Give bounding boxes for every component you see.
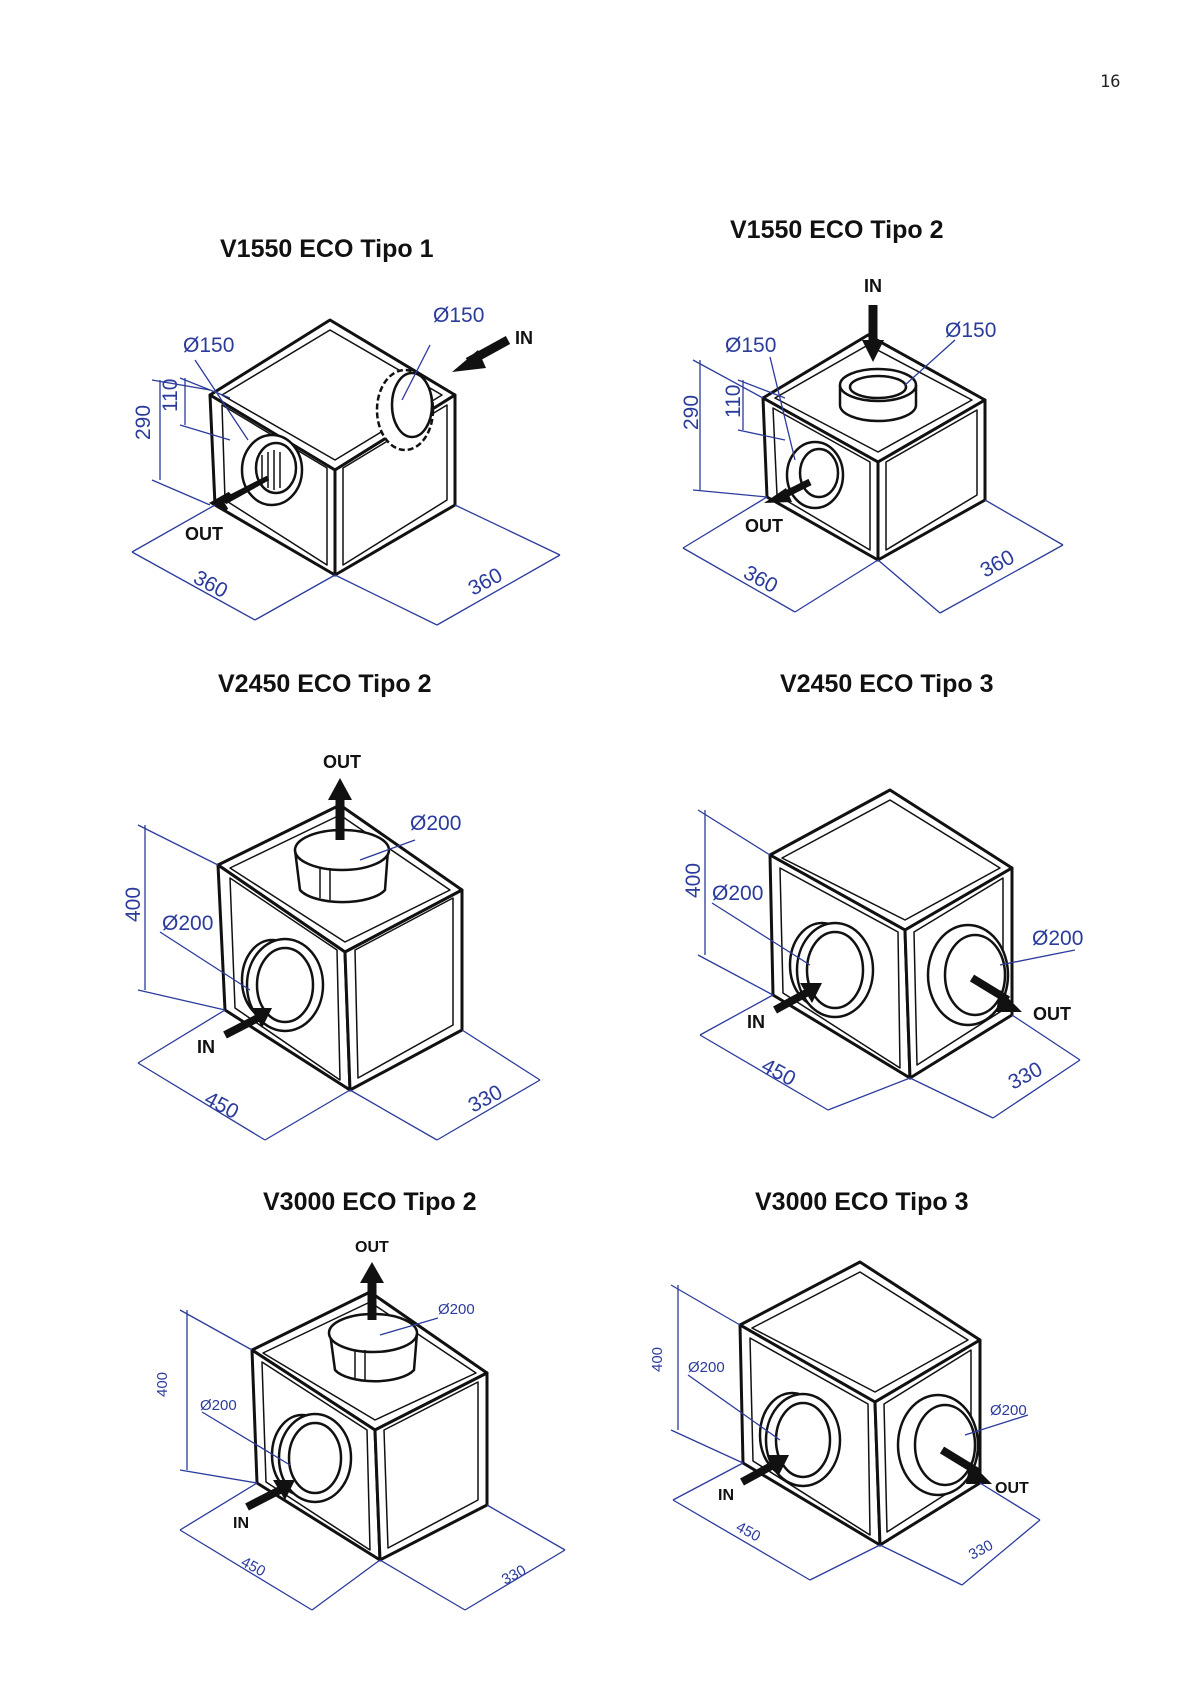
width-label: 450 bbox=[733, 1519, 763, 1546]
front-diameter-label: Ø200 bbox=[688, 1359, 725, 1376]
out-label: OUT bbox=[995, 1480, 1029, 1497]
in-label: IN bbox=[718, 1487, 734, 1504]
side-duct-collar bbox=[898, 1395, 978, 1495]
depth-label: 330 bbox=[966, 1537, 996, 1564]
height-label: 400 bbox=[649, 1347, 666, 1372]
side-diameter-label: Ø200 bbox=[990, 1402, 1027, 1419]
